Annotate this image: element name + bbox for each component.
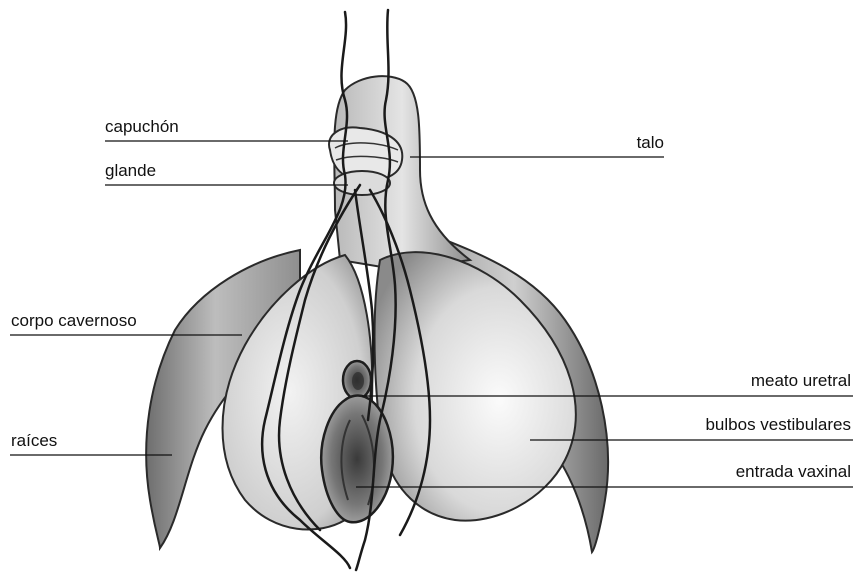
- label-roots: raíces: [11, 431, 57, 451]
- label-vestibular-bulbs: bulbos vestibulares: [705, 415, 851, 435]
- label-corpus-cavernosum: corpo cavernoso: [11, 311, 137, 331]
- label-urethral-meatus: meato uretral: [751, 371, 851, 391]
- label-vaginal-entrance: entrada vaxinal: [736, 462, 851, 482]
- label-glans: glande: [105, 161, 156, 181]
- label-hood: capuchón: [105, 117, 179, 137]
- label-body: talo: [637, 133, 664, 153]
